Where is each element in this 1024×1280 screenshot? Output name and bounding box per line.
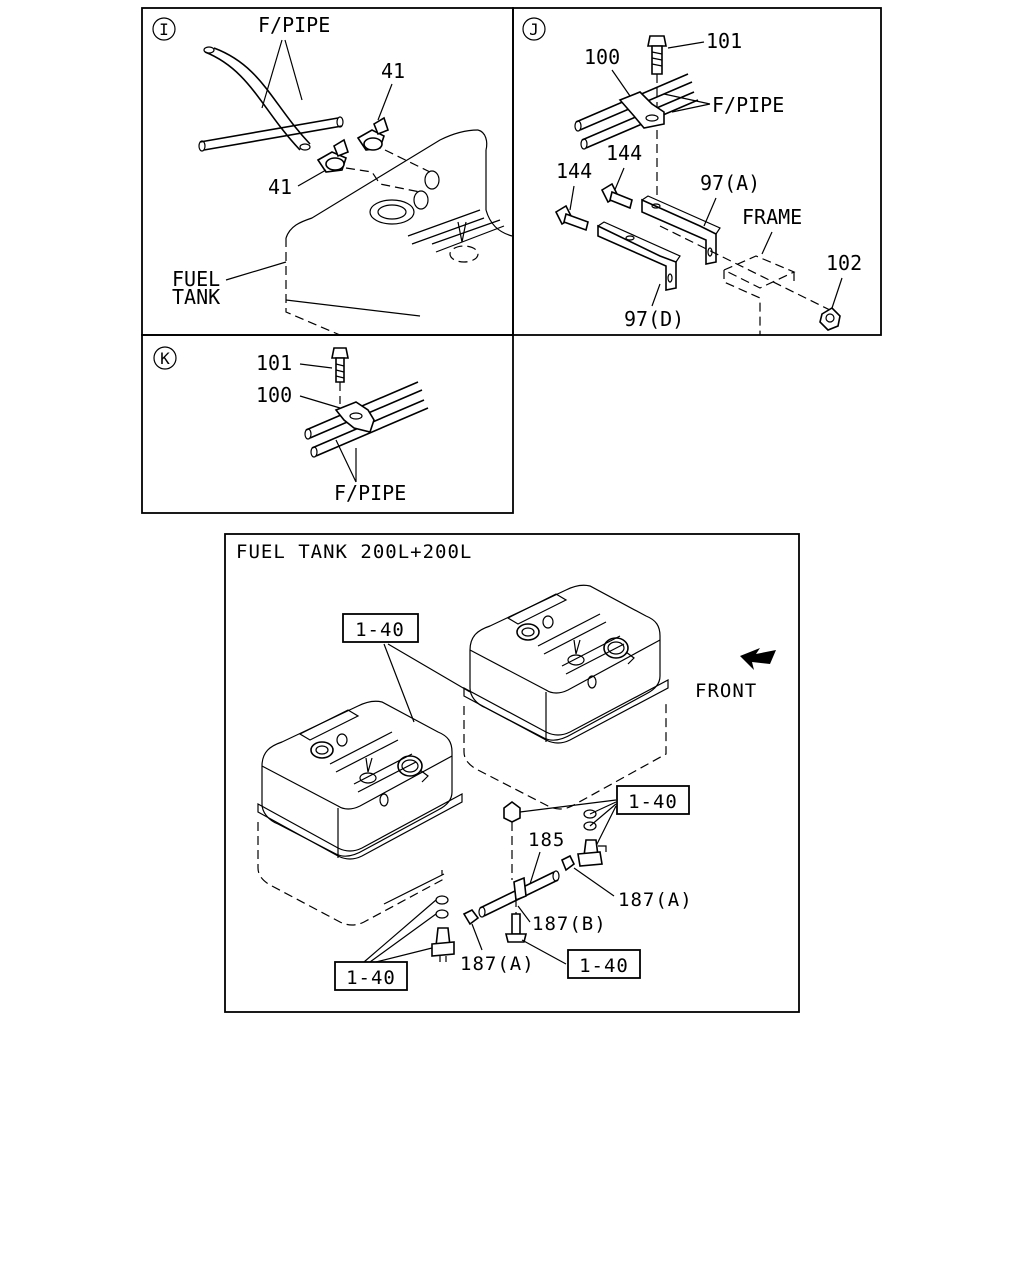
detail-k-panel: K 101 100 F/PIPE [141, 334, 514, 514]
detail-j-97a-label: 97(A) [700, 171, 760, 195]
detail-k-fpipe-label: F/PIPE [334, 481, 406, 505]
drain-cock-right [577, 839, 607, 867]
detail-j-frame-label: FRAME [742, 205, 802, 229]
label-187a-right: 187(A) [618, 889, 693, 911]
detail-k-marker: K [153, 346, 177, 370]
detail-j-fpipe-label: F/PIPE [712, 93, 784, 117]
front-label: FRONT [695, 680, 757, 702]
front-arrow-icon [740, 648, 776, 670]
detail-i-panel: I F/PIPE 41 41 [141, 7, 514, 336]
label-187b: 187(B) [532, 913, 607, 935]
nipple-187a-right [560, 854, 576, 872]
bolt-101-k [331, 347, 349, 404]
label-185: 185 [528, 829, 565, 851]
nut-right-upper [503, 801, 521, 880]
ref-box-bottom-left-text: 1-40 [346, 967, 396, 989]
detail-j-frame [512, 7, 882, 336]
clamp-100-k [334, 401, 375, 433]
ref-box-bottom-right-text: 1-40 [579, 955, 629, 977]
detail-i-fpipe-label: F/PIPE [258, 13, 330, 37]
fuel-tank-rear [463, 584, 669, 810]
fuel-pipe-i [198, 46, 344, 152]
bolt-144-upper [600, 182, 633, 210]
detail-j-144-b-label: 144 [556, 159, 592, 183]
main-frame [224, 533, 800, 1013]
washers-right [583, 809, 597, 831]
ref-box-right: 1-40 [616, 785, 690, 815]
bracket-97a [641, 195, 721, 265]
main-title: FUEL TANK 200L+200L [236, 541, 472, 563]
ref-box-top: 1-40 [342, 613, 419, 643]
detail-j-97d-label: 97(D) [624, 307, 684, 331]
detail-k-marker-text: K [160, 349, 170, 368]
drain-cock-left [431, 927, 455, 962]
detail-j-marker-text: J [529, 20, 539, 39]
nut-102 [819, 306, 841, 331]
detail-j-144-a-label: 144 [606, 141, 642, 165]
ref-box-bottom-left: 1-40 [334, 961, 408, 991]
pipe-185 [478, 870, 560, 918]
detail-i-tank-label: TANK [172, 285, 220, 309]
detail-j-100-label: 100 [584, 45, 620, 69]
detail-i-marker-text: I [159, 20, 169, 39]
detail-k-100-label: 100 [256, 383, 292, 407]
detail-k-101-label: 101 [256, 351, 292, 375]
bracket-97d [597, 221, 681, 291]
bolt-187b [504, 898, 528, 943]
frame-rail-j [659, 225, 839, 335]
ref-box-bottom-right: 1-40 [567, 949, 641, 979]
detail-j-102-label: 102 [826, 251, 862, 275]
main-panel: FUEL TANK 200L+200L 1-40 [224, 533, 800, 1013]
clamp-100-j [618, 91, 665, 129]
label-187a-bottom: 187(A) [460, 953, 535, 975]
clip-41-bottom [316, 138, 349, 173]
detail-k-frame [141, 334, 514, 514]
detail-i-41-bottom-label: 41 [268, 175, 292, 199]
detail-i-fuel-label: FUEL [172, 267, 220, 291]
ref-box-top-text: 1-40 [355, 619, 405, 641]
fuel-tank-front [257, 700, 463, 926]
clip-41-top [356, 116, 389, 151]
detail-j-101-label: 101 [706, 29, 742, 53]
bolt-101-j [647, 35, 667, 200]
detail-i-41-top-label: 41 [381, 59, 405, 83]
detail-j-panel: J 100 101 F/PIPE 144 144 [512, 7, 882, 336]
nipple-187a-bottom [462, 908, 480, 926]
fuel-tank-i [285, 129, 513, 336]
washers-left [435, 895, 449, 919]
detail-j-marker: J [522, 17, 546, 41]
ref-box-right-text: 1-40 [628, 791, 678, 813]
bolt-144-lower [554, 204, 589, 232]
detail-i-marker: I [152, 17, 176, 41]
